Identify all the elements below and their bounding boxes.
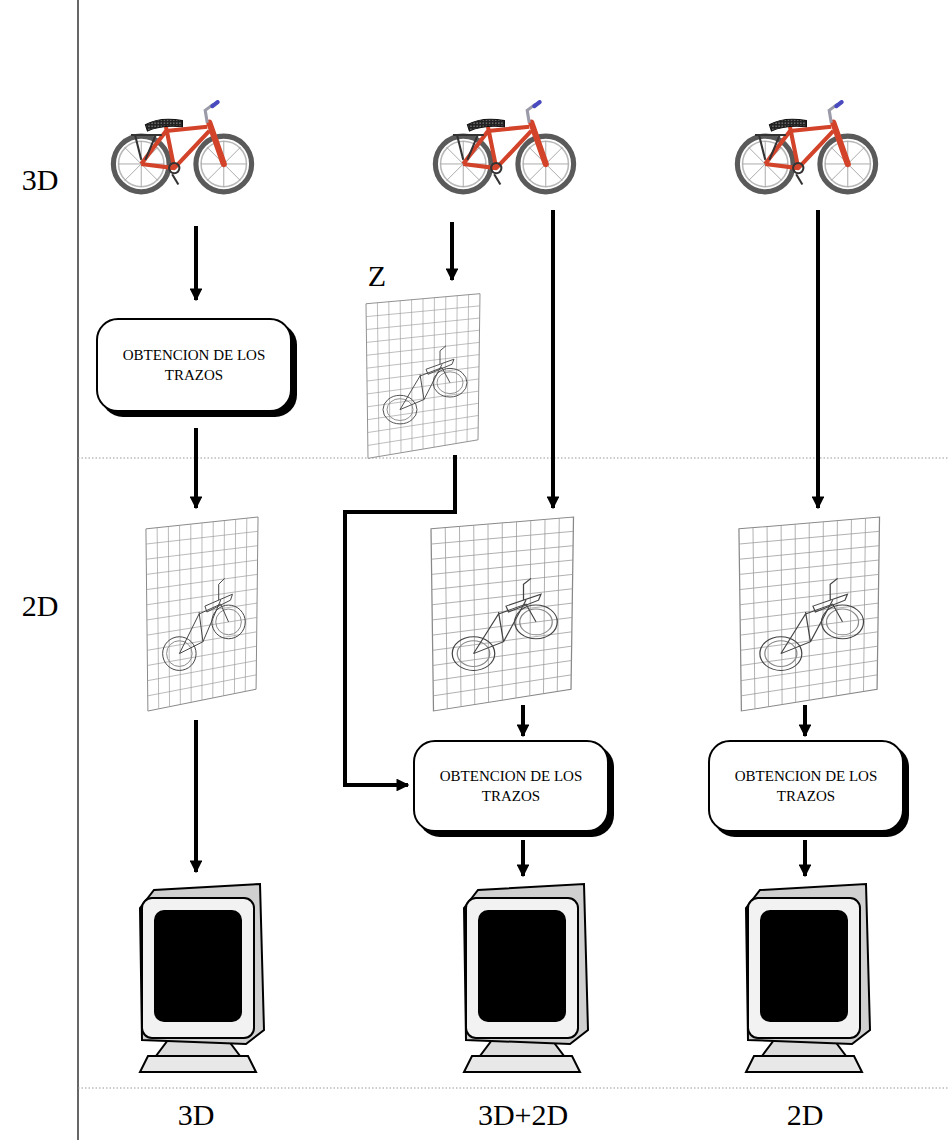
axis-line [77,0,78,1140]
monitor-icon [140,884,264,1072]
bicycle-icon [737,102,875,192]
flow-arrow [194,226,198,300]
process-box: OBTENCION DE LOS TRAZOS [708,740,904,832]
flow-arrow [803,840,807,876]
monitor-icon [464,884,588,1072]
depth-grid-image [366,294,480,459]
flow-arrow [521,705,525,736]
column-label: 3D+2D [478,1098,568,1132]
axis-label: Z [368,259,386,293]
grid-image [739,517,880,711]
bicycle-icon [435,102,573,192]
flow-arrow [194,720,198,872]
box-label: OBTENCION DE LOS TRAZOS [429,766,593,807]
flow-arrow [816,210,820,508]
depth-arrow [345,455,455,785]
process-box: OBTENCION DE LOS TRAZOS [413,740,609,832]
grid-image [146,517,258,711]
row-label: 2D [22,589,59,623]
grid-image [431,517,574,711]
column-label: 3D [178,1098,215,1132]
column-label: 2D [787,1098,824,1132]
box-label: OBTENCION DE LOS TRAZOS [724,766,888,807]
monitor-icon [746,884,870,1072]
flow-arrow [194,428,198,508]
flow-arrow [551,210,555,508]
row-label: 3D [22,163,59,197]
box-label: OBTENCION DE LOS TRAZOS [112,345,276,386]
bicycle-icon [113,102,251,192]
flow-arrow [521,840,525,876]
divider-line [78,1088,948,1089]
process-box: OBTENCION DE LOS TRAZOS [96,318,292,412]
flow-arrow [803,705,807,736]
flow-arrow [450,222,454,280]
